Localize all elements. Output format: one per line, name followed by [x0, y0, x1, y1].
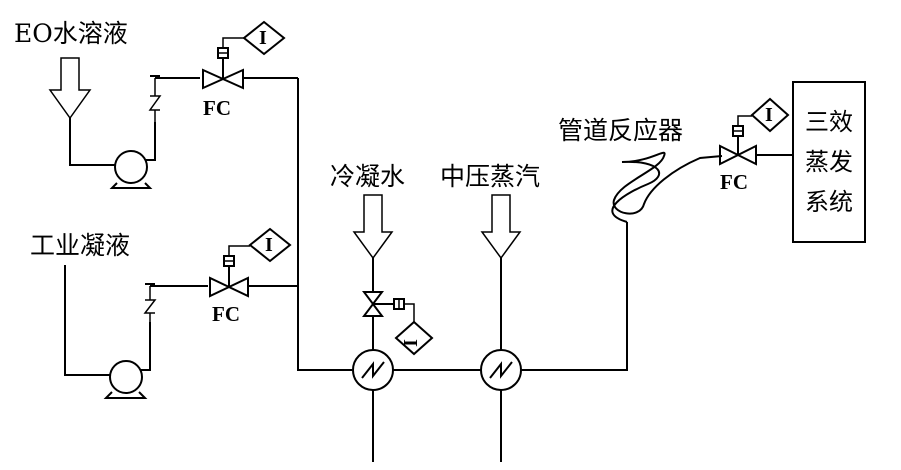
- indicator-i1-label: I: [259, 27, 267, 49]
- check-valve-2: [141, 283, 208, 371]
- three-effect-system-box: [792, 81, 866, 243]
- reactor-feed-line: [521, 222, 628, 371]
- fc2-label: FC: [212, 302, 240, 326]
- main-header-line: [297, 78, 352, 371]
- fc3-label: FC: [720, 170, 748, 194]
- indicator-i4-label: I: [765, 104, 773, 126]
- indicator-i2-label: I: [265, 234, 273, 256]
- three-effect-system-line1: 三效: [805, 108, 853, 136]
- eo-solution-label: EO水溶液: [14, 19, 128, 48]
- industrial-feed-line: [64, 265, 112, 376]
- condensate-water-arrow: [352, 194, 394, 260]
- indicator-i3-label: I: [398, 339, 421, 347]
- fc1-label: FC: [203, 96, 231, 120]
- steam-arrow: [480, 194, 522, 260]
- control-valve-3: [362, 291, 415, 322]
- indicator-i3: [394, 320, 434, 356]
- indicator-i4: [750, 97, 790, 133]
- heat-exchanger-1: [352, 349, 394, 391]
- medium-pressure-steam-label: 中压蒸汽: [440, 162, 541, 191]
- three-effect-system-line3: 系统: [805, 188, 853, 216]
- control-valve-fc1: [202, 37, 244, 90]
- pipeline-reactor-label: 管道反应器: [558, 116, 684, 145]
- control-valve-fc2: [209, 245, 250, 298]
- condensate-water-label: 冷凝水: [330, 162, 406, 191]
- indicator-i1: [242, 20, 286, 56]
- indicator-i2: [248, 227, 292, 263]
- pump-2: [103, 360, 148, 399]
- pipeline-reactor: [611, 151, 723, 223]
- pump-1: [109, 150, 153, 189]
- three-effect-system-line2: 蒸发: [805, 148, 853, 176]
- control-valve-fc3: [719, 115, 757, 166]
- eo-feed-arrow: [48, 57, 92, 120]
- heat-exchanger-2: [480, 349, 522, 391]
- check-valve-1: [146, 75, 200, 161]
- industrial-condensate-label: 工业凝液: [30, 231, 131, 260]
- eo-feed-line: [69, 118, 118, 166]
